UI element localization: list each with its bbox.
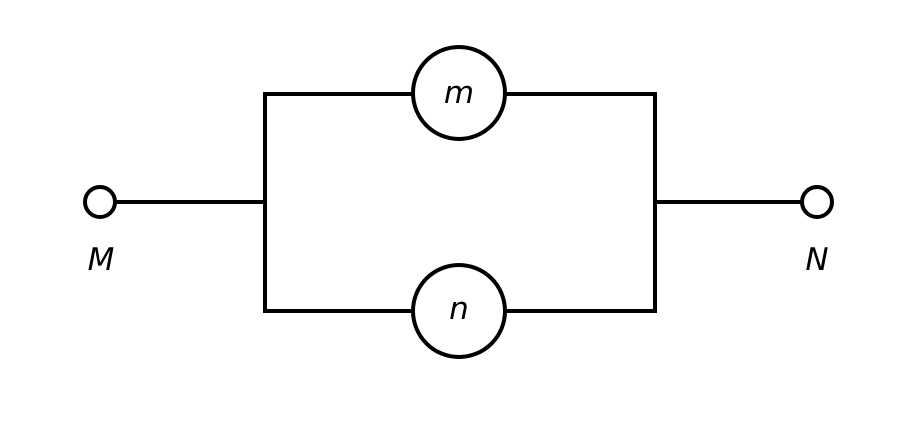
terminal-n-circle: [800, 185, 834, 219]
component-m-circle: [411, 45, 507, 141]
component-n: n: [411, 263, 507, 359]
component-m: m: [411, 45, 507, 141]
terminal-m: M: [83, 185, 117, 278]
terminal-n: N: [800, 185, 834, 278]
terminal-m-label: M: [88, 242, 115, 278]
component-n-circle: [411, 263, 507, 359]
component-m-label: m: [444, 75, 474, 111]
terminal-n-label: N: [805, 242, 828, 278]
component-n-label: n: [449, 291, 469, 327]
terminal-m-circle: [83, 185, 117, 219]
